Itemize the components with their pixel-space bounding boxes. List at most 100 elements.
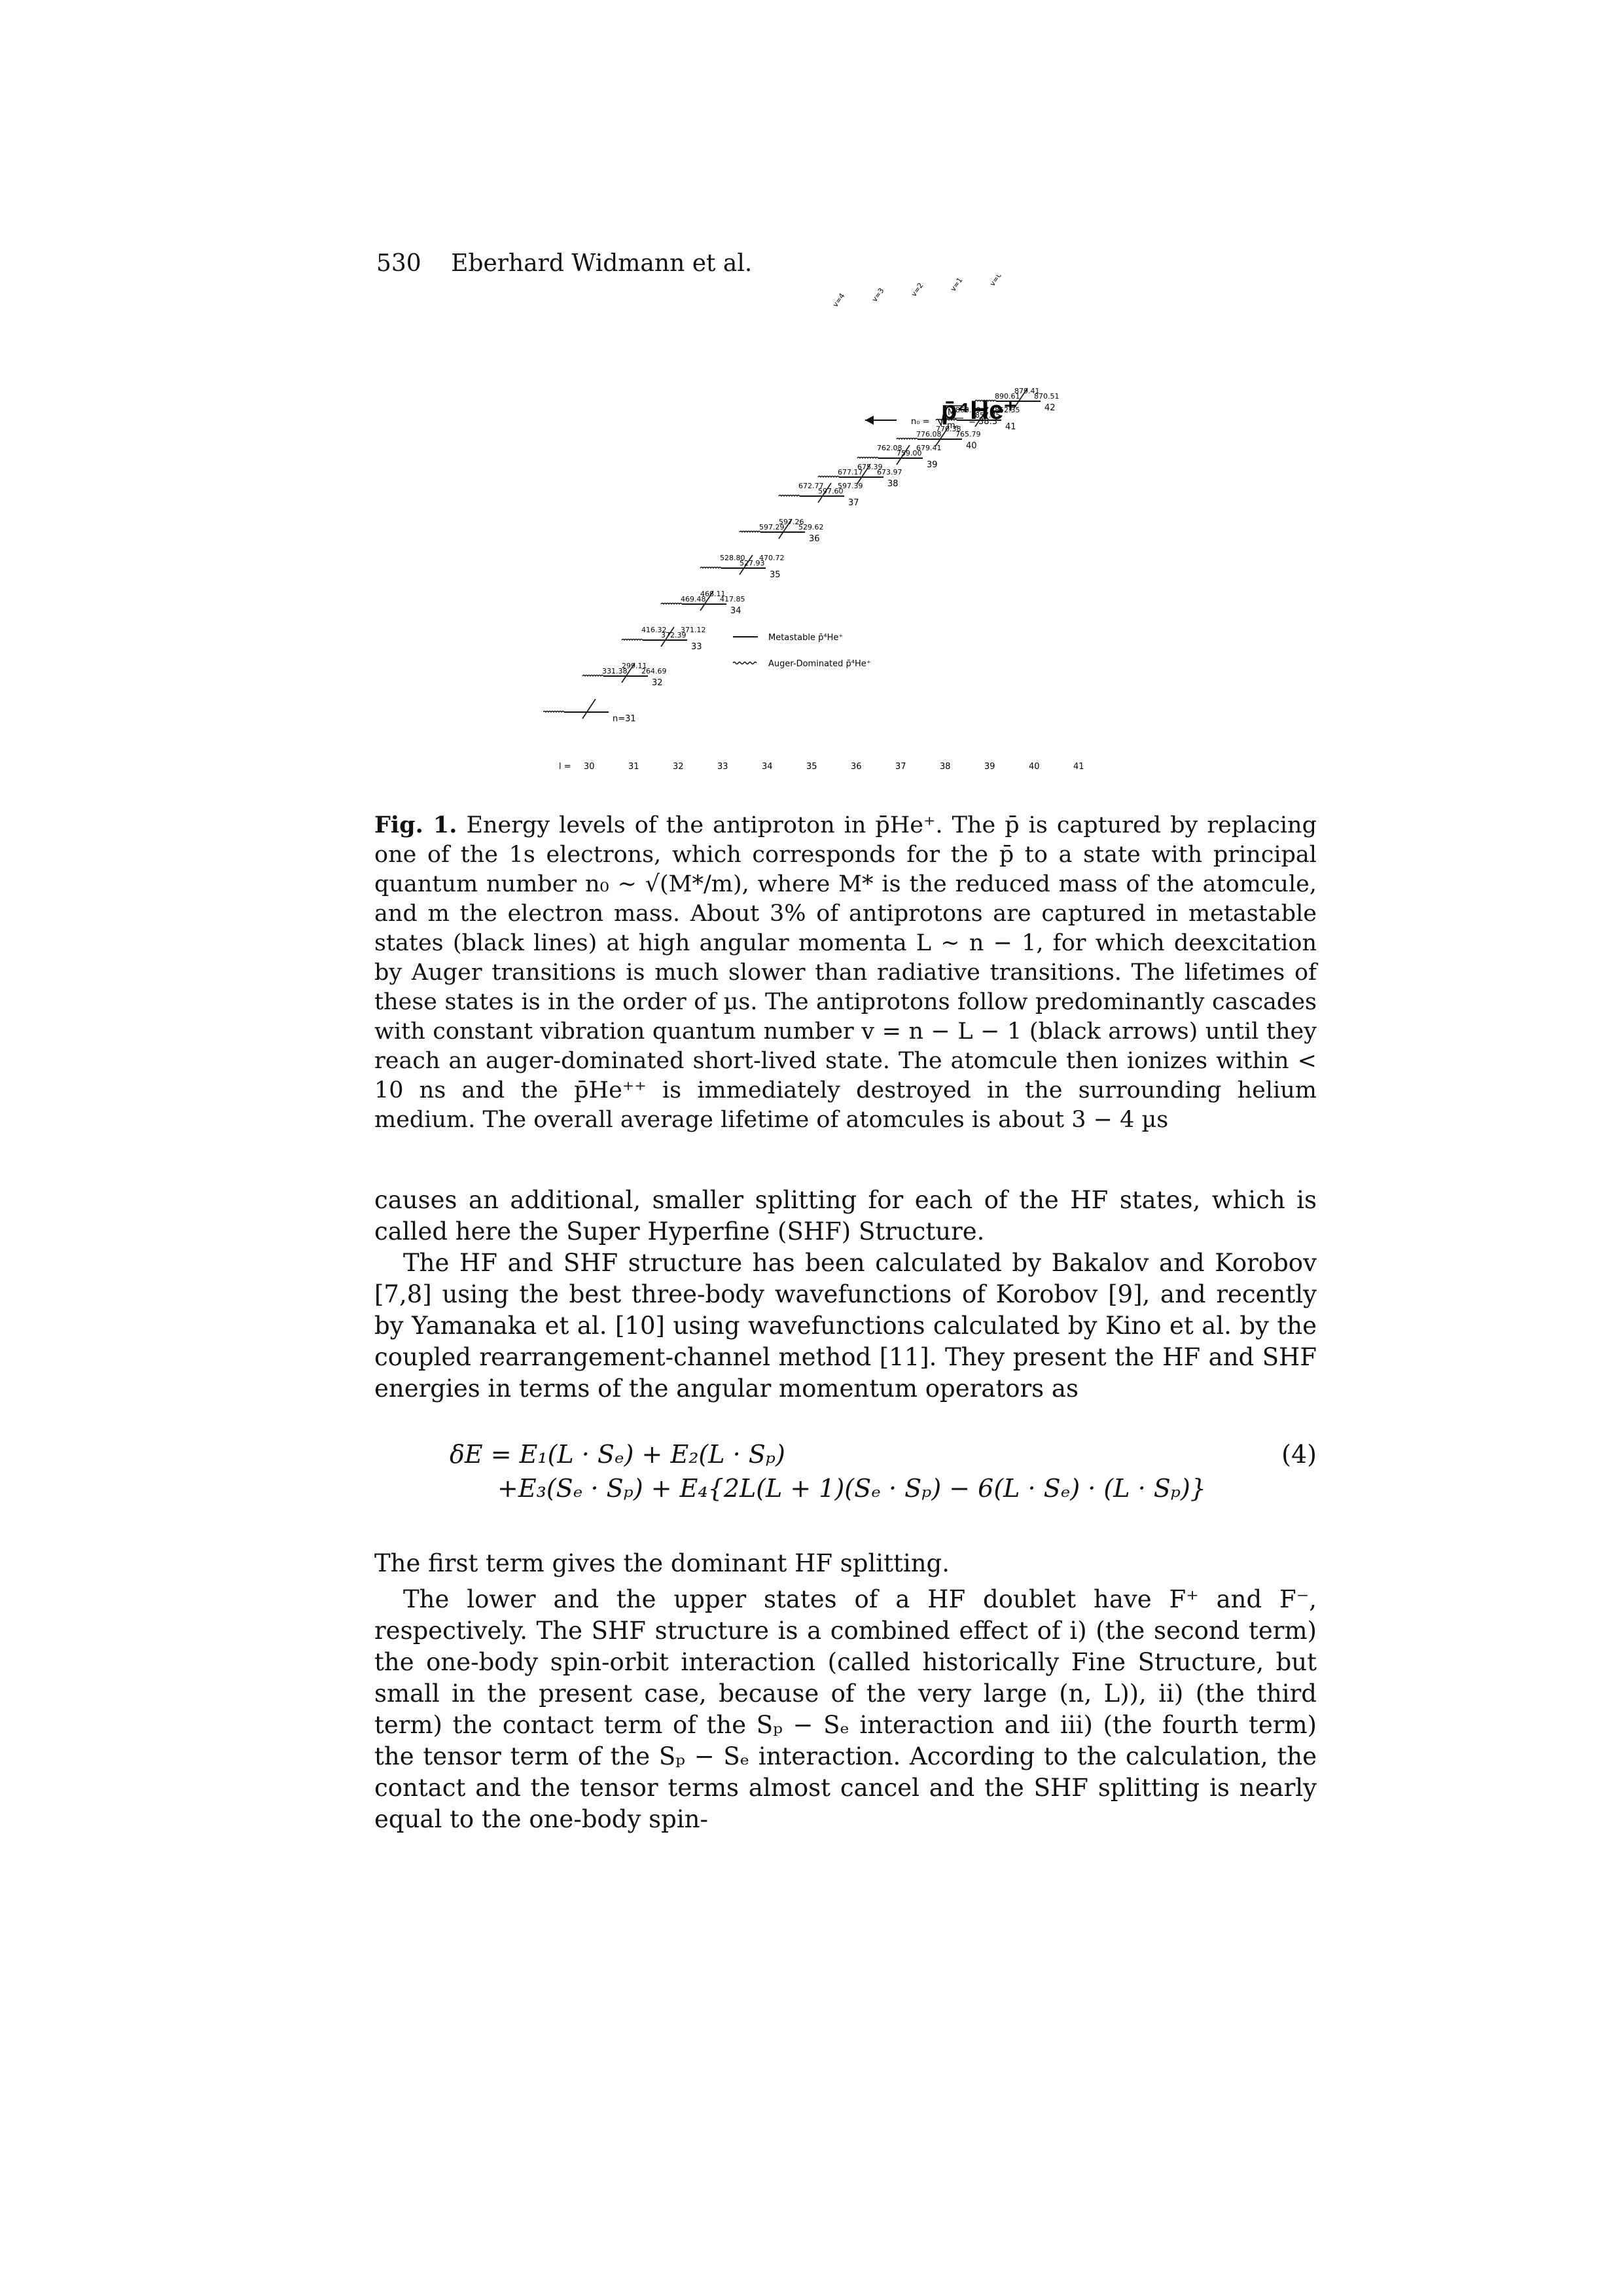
author-line: Eberhard Widmann et al. — [451, 250, 753, 277]
energy-value: 870.51 — [1034, 392, 1060, 401]
page-number: 530 — [376, 250, 421, 277]
n-label: 41 — [1005, 422, 1016, 432]
cascade-arrow — [1014, 387, 1028, 408]
energy-value: 468.11 — [700, 590, 726, 598]
legend-auger-label: Auger-Dominated p̄⁴He⁺ — [768, 659, 871, 669]
l-tick: 34 — [762, 762, 773, 772]
energy-level-diagram: n=31 32 33 34 35 36 37 38 39 40 41 42 890.61879.4187… — [543, 275, 1084, 772]
energy-value: 469.48 — [681, 595, 706, 603]
energy-value: 679.41 — [916, 444, 942, 452]
running-header: 530 Eberhard Widmann et al. — [376, 250, 752, 277]
cascade-arrow — [778, 518, 793, 539]
n0-value: = 38.3 — [969, 417, 997, 427]
energy-value: 416.32 — [641, 626, 667, 634]
n-label: 42 — [1044, 403, 1056, 413]
energy-value: 852.35 — [995, 406, 1020, 414]
n-label: 37 — [848, 498, 859, 508]
auger-level — [621, 638, 643, 641]
energy-value: 890.61 — [995, 392, 1020, 401]
cascade-arrow — [700, 590, 714, 611]
energy-value: 759.00 — [897, 449, 922, 457]
figure-caption: Fig. 1. Energy levels of the antiproton … — [374, 810, 1317, 1135]
legend-metastable-label: Metastable p̄⁴He⁺ — [768, 633, 843, 643]
paragraph-2: The HF and SHF structure has been calcul… — [374, 1249, 1317, 1403]
auger-level — [974, 399, 997, 403]
l-tick: 35 — [806, 762, 817, 772]
equation-line-1: δE = E₁(L · Sₑ) + E₂(L · Sₚ) — [450, 1440, 785, 1469]
v-label: v=4 — [831, 292, 847, 309]
energy-value: 597.60 — [818, 487, 844, 495]
l-tick: 30 — [584, 762, 595, 772]
l-tick: 40 — [1029, 762, 1040, 772]
energy-value: 597.29 — [759, 523, 785, 531]
cascade-arrow — [621, 662, 635, 683]
energy-value: 529.62 — [798, 523, 824, 531]
energy-value: 857.35 — [975, 411, 1001, 420]
auger-level — [543, 710, 565, 713]
energy-value: 417.85 — [720, 595, 745, 603]
energy-value: 371.12 — [681, 626, 706, 634]
cascade-arrow — [896, 444, 910, 465]
n-label: 32 — [652, 678, 663, 688]
energy-value: 863.39 — [955, 406, 981, 414]
cascade-arrow — [582, 698, 596, 719]
l-tick: 39 — [984, 762, 995, 772]
energy-value: 879.41 — [1014, 387, 1040, 395]
paragraph-3: The first term gives the dominant HF spl… — [374, 1549, 950, 1577]
species-label: p̄⁴He⁺ — [941, 396, 1017, 425]
v-label: v=2 — [910, 281, 925, 298]
energy-value: 597.26 — [779, 518, 804, 526]
equation-number: (4) — [1281, 1440, 1317, 1469]
v-label: v=0 — [988, 275, 1004, 288]
energy-value: 770.38 — [936, 425, 961, 433]
n-label: n=31 — [613, 714, 636, 724]
auger-level — [817, 475, 840, 478]
l-tick: 37 — [895, 762, 906, 772]
energy-value: 765.79 — [955, 430, 981, 439]
n-label: 38 — [887, 479, 899, 489]
cascade-arrow — [817, 482, 832, 503]
l-tick: 32 — [673, 762, 684, 772]
cascade-arrow — [935, 425, 950, 446]
sqrt-sign — [937, 405, 965, 427]
l-tick: 38 — [940, 762, 951, 772]
n-label: 39 — [927, 460, 938, 470]
n0-numerator: M — [948, 408, 955, 418]
l-axis-prefix: l = — [559, 762, 571, 772]
energy-value: 527.93 — [740, 559, 765, 567]
auger-level — [660, 602, 683, 605]
v-label: v=3 — [870, 287, 886, 304]
l-tick: 33 — [717, 762, 728, 772]
n-label: 33 — [691, 642, 702, 652]
n0-arrowhead — [865, 416, 874, 425]
n-label: 35 — [770, 570, 781, 580]
auger-level — [896, 437, 918, 440]
caption-label: Fig. 1. — [374, 812, 457, 838]
energy-value: 264.69 — [641, 667, 667, 675]
n0-prefix: n₀ = — [911, 417, 929, 427]
paragraph-1: causes an additional, smaller splitting … — [374, 1186, 1317, 1246]
energy-value: 776.08 — [916, 430, 942, 439]
equation-line-2: +E₃(Sₑ · Sₚ) + E₄{2L(L + 1)(Sₑ · Sₚ) − 6… — [497, 1474, 1206, 1503]
energy-value: 677.17 — [838, 468, 863, 476]
paragraph-4: The lower and the upper states of a HF d… — [374, 1585, 1317, 1833]
auger-level — [582, 674, 604, 677]
n-label: 40 — [966, 441, 977, 451]
energy-value: 762.08 — [877, 444, 902, 452]
auger-level — [739, 530, 761, 533]
cascade-arrow — [857, 463, 871, 484]
l-tick: 31 — [628, 762, 639, 772]
energy-value: 299.11 — [622, 662, 647, 670]
energy-value: 675.39 — [857, 463, 883, 471]
auger-level — [935, 418, 957, 422]
equation-4: δE = E₁(L · Sₑ) + E₂(L · Sₚ) +E₃(Sₑ · Sₚ… — [374, 1440, 1317, 1518]
l-tick: 41 — [1073, 762, 1084, 772]
energy-value: 372.39 — [661, 631, 687, 639]
cascade-arrow — [974, 406, 989, 427]
energy-value: 597.39 — [838, 482, 863, 490]
l-tick: 36 — [851, 762, 862, 772]
cascade-arrow — [660, 626, 675, 647]
caption-text: Energy levels of the antiproton in p̄He⁺… — [374, 812, 1317, 1133]
energy-value: 470.72 — [759, 554, 785, 562]
